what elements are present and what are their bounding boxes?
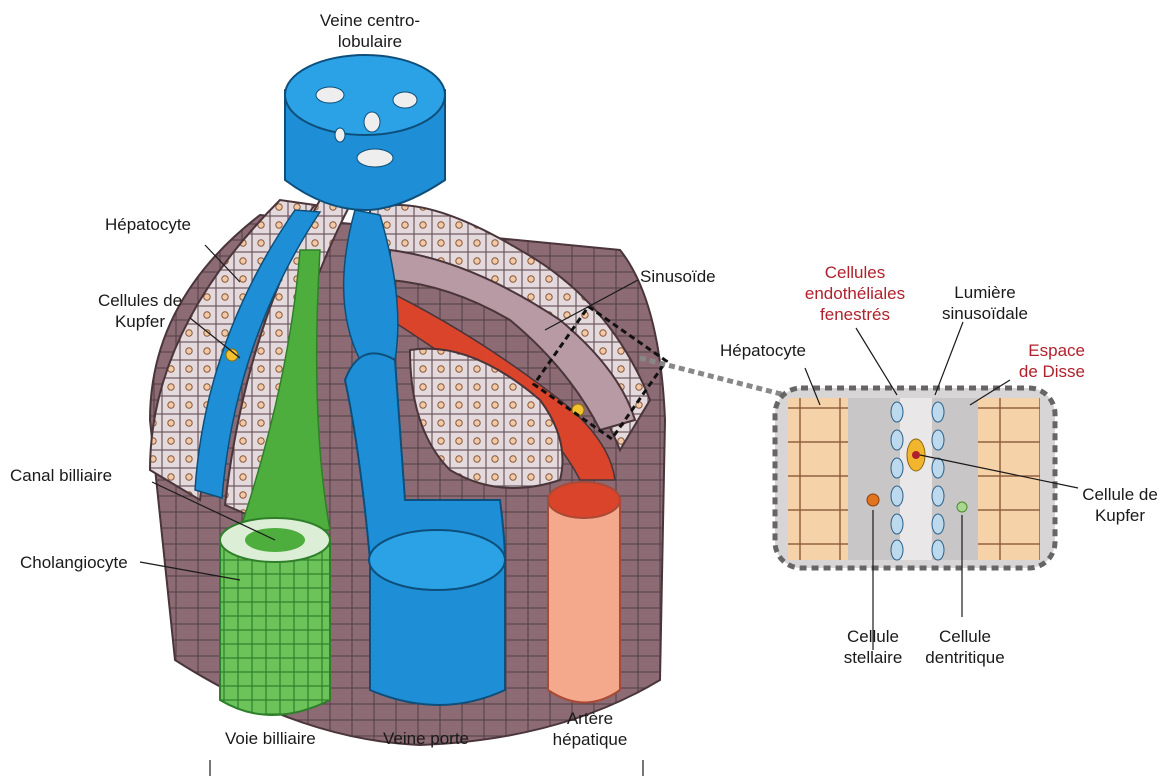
bile-duct-tube bbox=[220, 540, 330, 715]
label-hepatocyte-right: Hépatocyte bbox=[720, 340, 806, 361]
label-veine-centro: Veine centro-lobulaire bbox=[310, 10, 430, 52]
label-voie-biliaire: Voie billiaire bbox=[225, 728, 316, 749]
label-veine-porte: Veine porte bbox=[383, 728, 469, 749]
label-cholangiocyte: Cholangiocyte bbox=[20, 552, 128, 573]
dendritic-cell bbox=[957, 502, 967, 512]
label-canal-biliaire: Canal billiaire bbox=[10, 465, 112, 486]
label-sinusoide: Sinusoïde bbox=[640, 266, 716, 287]
hepatic-artery bbox=[548, 500, 620, 703]
stellate-cell bbox=[867, 494, 879, 506]
label-hepatocyte-left: Hépatocyte bbox=[105, 214, 191, 235]
